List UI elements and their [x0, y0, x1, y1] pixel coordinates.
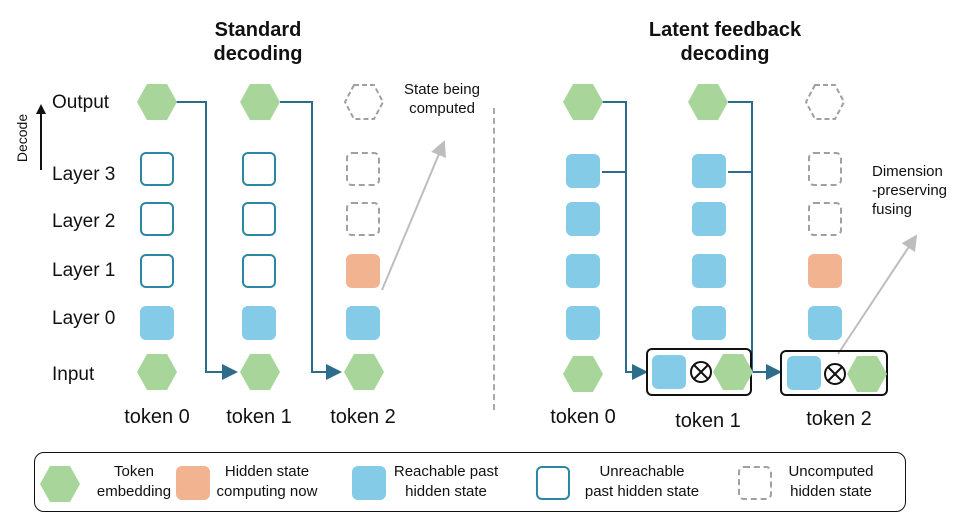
legend-line: Uncomputed [788, 463, 874, 480]
legend-line: computing now [216, 483, 318, 500]
note-pointer-right [837, 234, 918, 355]
row-label-output: Output [52, 92, 110, 113]
otimes-fuse-icon [690, 361, 712, 383]
note-line: computed [409, 100, 475, 117]
legend-line: hidden state [405, 483, 487, 500]
arrow-token0-to-token1 [176, 101, 238, 380]
uncomputed-state-box [808, 152, 842, 186]
legend-computing-icon [176, 466, 210, 500]
legend-reachable-icon [352, 466, 386, 500]
fused-input-box [780, 350, 888, 396]
right-token-label-1: token 1 [675, 410, 741, 432]
legend-unreachable-icon [536, 466, 570, 500]
legend-line: Hidden state [224, 463, 310, 480]
unreachable-state-box [140, 152, 174, 186]
note-line: -preserving [872, 182, 948, 199]
token-embedding-hex-icon [240, 84, 280, 120]
standard-decoding-title: Standard decoding [188, 18, 328, 66]
latent-feedback-title: Latent feedback decoding [620, 18, 830, 66]
legend-computing-label: Hidden state computing now [212, 462, 322, 502]
note-line: fusing [872, 201, 913, 218]
standard-title-line2: decoding [213, 43, 303, 65]
token-embedding-hex-icon [563, 84, 603, 120]
reachable-state-box [140, 306, 174, 340]
note-line: Dimension [872, 163, 943, 180]
row-label-layer0: Layer 0 [52, 308, 116, 329]
legend-line: Unreachable [599, 463, 685, 480]
panel-divider [493, 108, 495, 410]
token-embedding-hex-icon [137, 354, 177, 390]
unreachable-state-box [140, 202, 174, 236]
reachable-state-box [692, 306, 726, 340]
legend-uncomputed-icon [738, 466, 772, 500]
right-token-label-0: token 0 [550, 406, 616, 428]
left-token-label-1: token 1 [226, 406, 292, 428]
dimension-preserving-fusing-note: Dimension -preserving fusing [872, 162, 968, 219]
latent-title-line1: Latent feedback [648, 19, 802, 41]
reachable-state-box [346, 306, 380, 340]
reachable-state-box [692, 154, 726, 188]
computing-state-box [346, 254, 380, 288]
legend-box [34, 452, 906, 512]
token-embedding-hex-icon [563, 356, 603, 392]
token-embedding-hex-icon [688, 84, 728, 120]
legend-token-embedding-label: Token embedding [86, 462, 182, 502]
note-pointer-left [381, 140, 446, 291]
row-label-layer2: Layer 2 [52, 211, 116, 232]
unreachable-state-box [242, 152, 276, 186]
decode-arrow-icon [36, 104, 46, 170]
legend-line: Token [113, 463, 155, 480]
reachable-state-box [692, 202, 726, 236]
reachable-state-box [692, 254, 726, 288]
uncomputed-state-box [346, 152, 380, 186]
token-embedding-hex-icon [137, 84, 177, 120]
reachable-state-box [242, 306, 276, 340]
uncomputed-state-box [346, 202, 380, 236]
token-embedding-hex-icon [713, 354, 753, 390]
row-label-layer1: Layer 1 [52, 260, 116, 281]
arrow-token1-to-token2 [280, 101, 342, 380]
standard-title-line1: Standard [214, 19, 302, 41]
legend-line: Reachable past [393, 463, 499, 480]
state-being-computed-note: State being computed [390, 80, 494, 118]
computing-state-box [808, 254, 842, 288]
uncomputed-output-hex-icon [805, 84, 845, 120]
legend-unreachable-label: Unreachable past hidden state [574, 462, 710, 502]
arrow-token0-to-fuse1 [602, 101, 648, 380]
legend-token-embedding-icon [40, 466, 80, 502]
otimes-fuse-icon [824, 363, 846, 385]
legend-line: hidden state [790, 483, 872, 500]
right-token-label-2: token 2 [806, 408, 872, 430]
unreachable-state-box [242, 202, 276, 236]
reachable-state-box [566, 202, 600, 236]
token-embedding-hex-icon [344, 354, 384, 390]
reachable-state-box [566, 254, 600, 288]
unreachable-state-box [140, 254, 174, 288]
reachable-state-box [652, 355, 686, 389]
token-embedding-hex-icon [847, 356, 887, 392]
token-embedding-hex-icon [240, 354, 280, 390]
reachable-state-box [787, 356, 821, 390]
uncomputed-output-hex-icon [344, 84, 384, 120]
legend-line: embedding [96, 483, 172, 500]
legend-reachable-label: Reachable past hidden state [388, 462, 504, 502]
left-token-label-2: token 2 [330, 406, 396, 428]
row-label-input: Input [52, 364, 95, 385]
reachable-state-box [808, 306, 842, 340]
legend-uncomputed-label: Uncomputed hidden state [776, 462, 886, 502]
unreachable-state-box [242, 254, 276, 288]
latent-title-line2: decoding [680, 43, 770, 65]
reachable-state-box [566, 154, 600, 188]
left-token-label-0: token 0 [124, 406, 190, 428]
uncomputed-state-box [808, 202, 842, 236]
reachable-state-box [566, 306, 600, 340]
note-line: State being [404, 81, 480, 98]
arrow-token1-to-fuse2 [728, 101, 782, 380]
row-label-layer3: Layer 3 [52, 164, 116, 185]
legend-line: past hidden state [584, 483, 700, 500]
